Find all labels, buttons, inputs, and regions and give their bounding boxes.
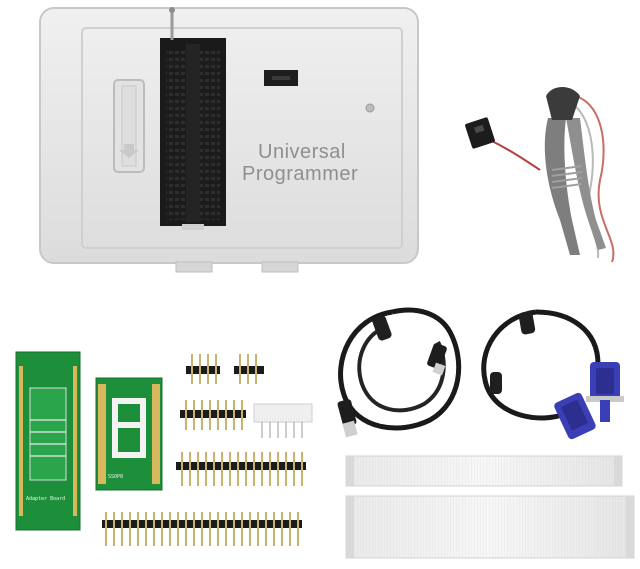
zif-lever — [169, 7, 175, 40]
status-led — [365, 103, 375, 113]
case-label-line1: Universal — [258, 141, 346, 163]
pin-header — [176, 452, 306, 486]
case-label-line2: Programmer — [242, 163, 358, 185]
down-arrow-icon — [119, 144, 139, 158]
sop-board-label: SSOP8 — [108, 474, 123, 480]
vga-connector — [554, 392, 596, 440]
universal-programmer-case: Universal Programmer — [39, 7, 419, 273]
sop-adapter-board: SSOP8 — [95, 377, 163, 491]
adapter-board: Adapter Board — [15, 351, 81, 531]
vga-cable — [481, 309, 624, 440]
zif-socket — [160, 38, 226, 230]
ribbon-cable — [345, 495, 635, 559]
soic-test-clip — [465, 87, 615, 263]
usb-cable — [337, 307, 462, 438]
eject-slot — [113, 79, 145, 173]
pin-header — [180, 400, 246, 430]
vga-connector — [586, 362, 624, 422]
white-connector — [253, 403, 313, 438]
pin-header — [186, 354, 220, 384]
adapter-board-label: Adapter Board — [26, 496, 65, 502]
ribbon-cable — [345, 455, 623, 487]
pin-header — [234, 354, 264, 384]
pin-header-long — [102, 512, 302, 546]
